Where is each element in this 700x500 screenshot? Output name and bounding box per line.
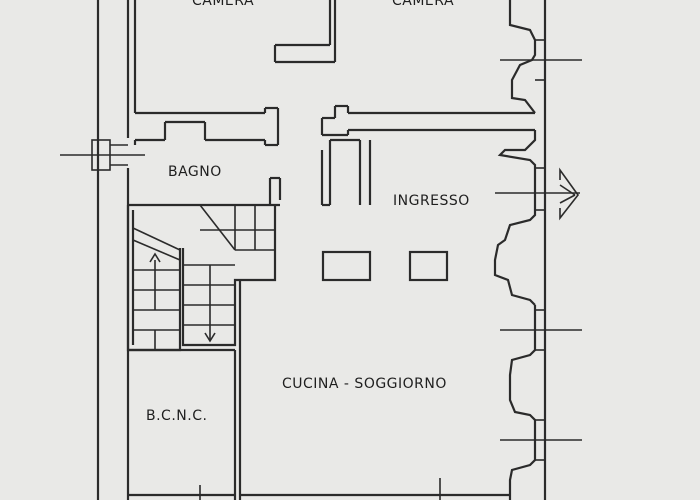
cucina-bottom-wall	[240, 478, 510, 500]
ingresso-walls	[320, 138, 372, 207]
camera-left-walls	[133, 0, 280, 147]
room-label-bagno: BAGNO	[168, 164, 222, 180]
camera-right-bottom-wall	[320, 104, 535, 137]
room-label-cucina-soggiorno: CUCINA - SOGGIORNO	[282, 376, 447, 392]
room-label-bcnc: B.C.N.C.	[146, 408, 207, 424]
window-marker-left	[60, 139, 145, 171]
pillars	[321, 250, 449, 282]
entrance-arrow-icon	[559, 167, 580, 221]
outer-right-wall	[493, 0, 582, 500]
room-label-camera-left: CAMERA	[192, 0, 254, 9]
room-label-ingresso: INGRESSO	[393, 193, 470, 209]
bcnc-walls	[128, 280, 242, 500]
bagno-walls	[128, 176, 282, 207]
camera-divider-wall	[273, 0, 337, 64]
room-label-camera-right: CAMERA	[392, 0, 454, 9]
staircase	[126, 204, 277, 352]
outer-left-wall	[96, 0, 130, 500]
